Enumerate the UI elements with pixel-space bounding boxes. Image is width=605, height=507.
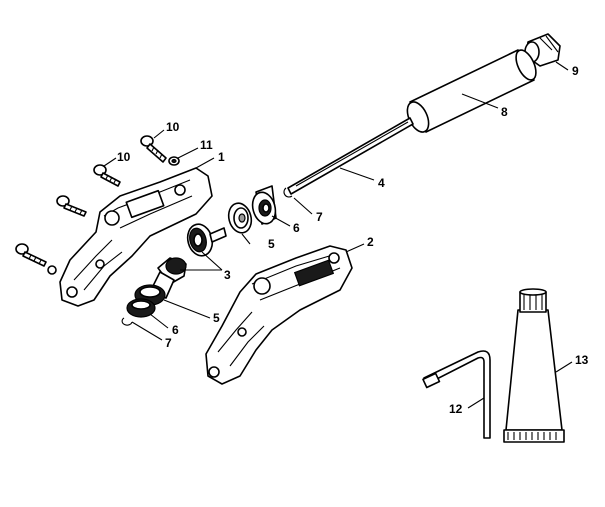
part-3-bevel-gear-lower [149, 257, 187, 299]
part-7-circlip-upper [283, 187, 293, 198]
part-6-bearing-lower [126, 298, 156, 318]
screw-bottom [15, 243, 57, 275]
part-4-drive-shaft [287, 117, 414, 195]
label-2: 2 [367, 235, 374, 249]
label-10-upper: 10 [166, 120, 180, 134]
label-7-upper: 7 [316, 210, 323, 224]
label-1: 1 [218, 150, 225, 164]
part-1-housing-half [59, 167, 213, 307]
label-13: 13 [575, 353, 589, 367]
leader-lines [103, 61, 573, 409]
part-5-bearing-upper [227, 202, 253, 234]
label-4: 4 [378, 176, 385, 190]
label-8: 8 [501, 105, 508, 119]
label-7-lower: 7 [165, 336, 172, 350]
part-8-tube [406, 49, 537, 133]
label-12: 12 [449, 402, 463, 416]
part-13-grease-tube [503, 288, 565, 443]
label-9: 9 [572, 64, 579, 78]
washer-11 [168, 156, 180, 166]
part-6-bearing-upper [251, 185, 277, 225]
callout-labels: 1 10 11 10 2 3 4 5 6 7 8 9 5 6 7 12 13 [117, 64, 589, 416]
label-5-lower: 5 [213, 311, 220, 325]
part-3-bevel-gear-upper [186, 223, 227, 257]
label-6-lower: 6 [172, 323, 179, 337]
label-11: 11 [200, 138, 213, 152]
label-6-upper: 6 [293, 221, 300, 235]
screw-10-lower [93, 164, 121, 187]
label-3: 3 [224, 268, 231, 282]
label-10-lower: 10 [117, 150, 131, 164]
screw-mid [56, 195, 87, 217]
label-5-upper: 5 [268, 237, 275, 251]
screw-10-upper [140, 135, 167, 163]
part-12-hex-key [422, 350, 491, 439]
part-7-circlip-lower [121, 317, 133, 326]
part-2-housing-half [205, 245, 353, 385]
